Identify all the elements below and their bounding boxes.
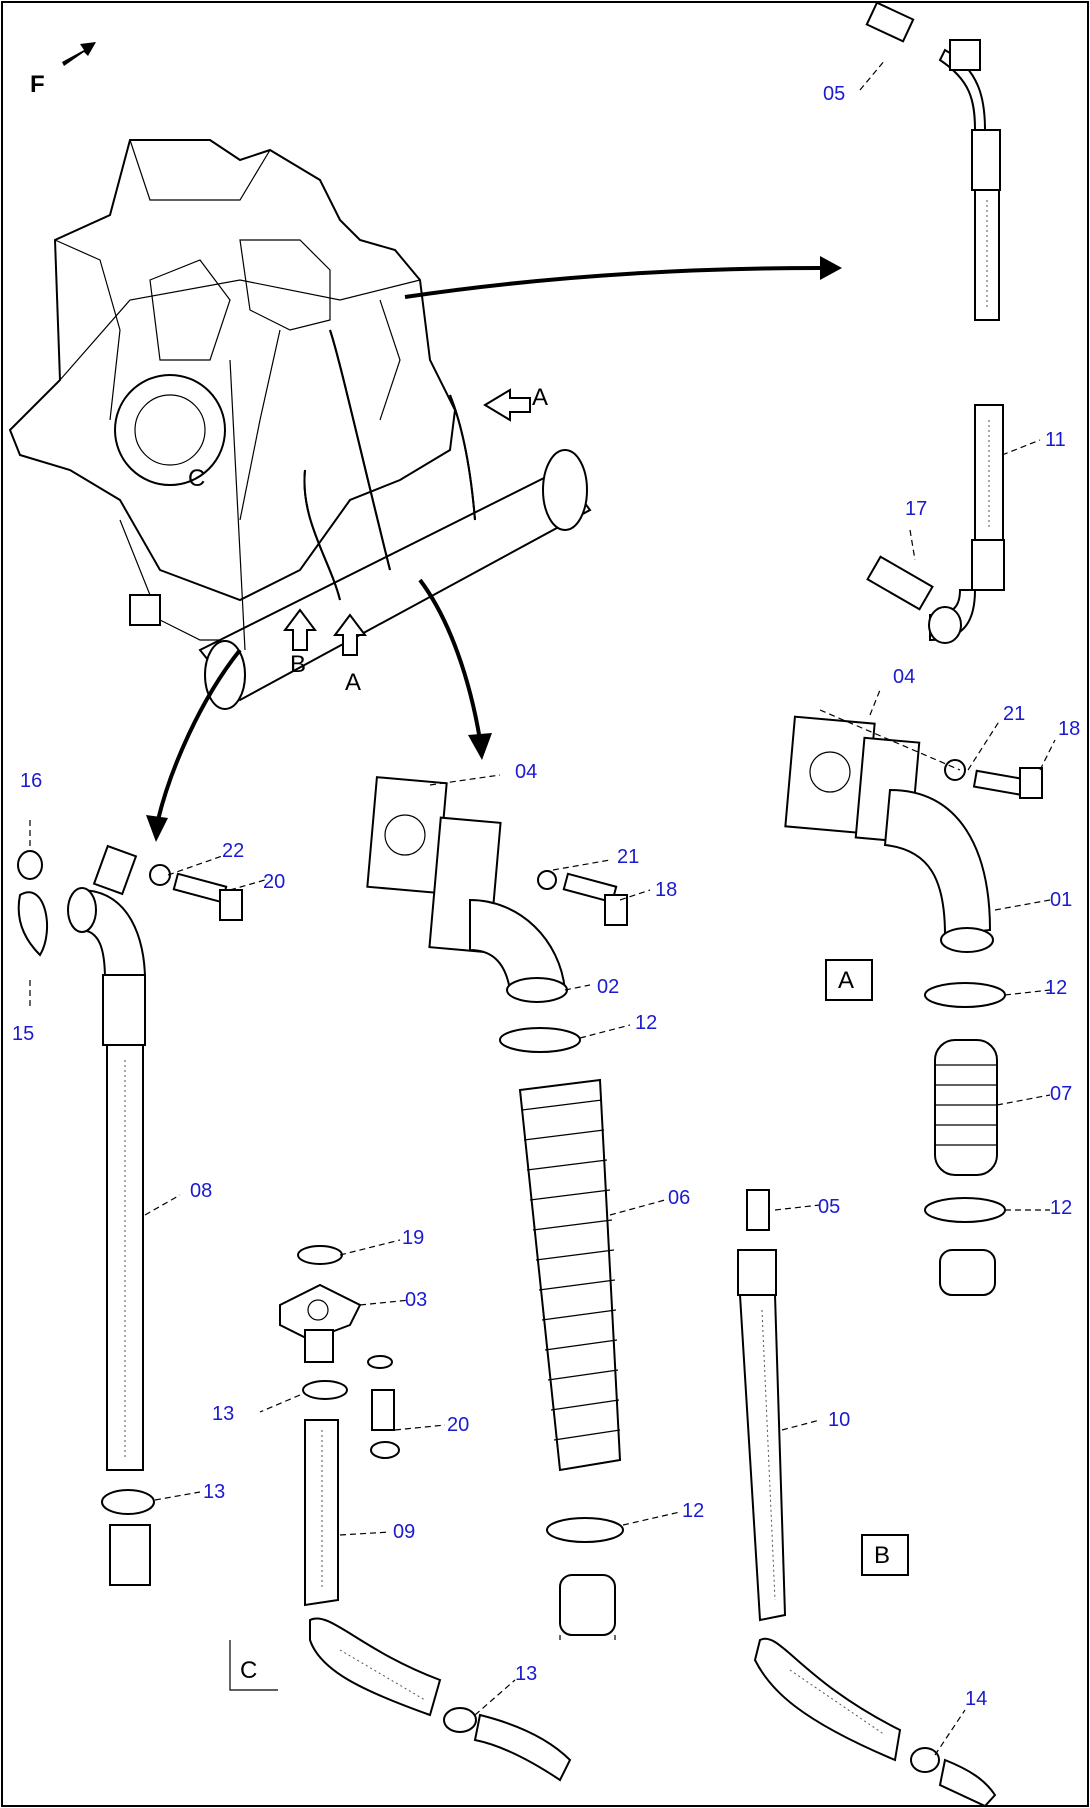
callout-16: 16	[20, 770, 42, 792]
callout-12-c: 12	[635, 1012, 657, 1034]
view-arrow-a-upper: A	[483, 384, 548, 422]
callout-13-center: 13	[212, 1403, 234, 1425]
svg-text:A: A	[345, 669, 361, 696]
callout-08: 08	[190, 1180, 212, 1202]
callout-02: 02	[597, 976, 619, 998]
engine-assembly	[8, 139, 592, 710]
view-arrow-c: C	[188, 465, 205, 492]
svg-text:A: A	[532, 384, 548, 411]
callout-21-center: 21	[617, 846, 639, 868]
svg-text:A: A	[838, 967, 854, 994]
callout-19: 19	[402, 1227, 424, 1249]
callout-20-center: 20	[447, 1414, 469, 1436]
view-b-assembly	[737, 1189, 997, 1808]
bellows-07-assembly	[924, 982, 1006, 1296]
callout-03: 03	[405, 1289, 427, 1311]
corrugated-hose-06	[518, 1078, 622, 1472]
pointer-arrows	[146, 256, 842, 842]
flange-elbow-01	[784, 709, 1043, 953]
leader-lines	[29, 59, 1056, 1756]
callout-04-center: 04	[515, 761, 537, 783]
view-arrow-b: B	[283, 608, 317, 678]
callout-13-lower: 13	[515, 1663, 537, 1685]
view-c-assembly	[279, 1245, 572, 1782]
view-a-box: A	[825, 959, 873, 1001]
svg-text:C: C	[188, 465, 205, 492]
callout-04-right: 04	[893, 666, 915, 688]
flange-elbow-02	[366, 776, 628, 1003]
callout-11: 11	[1045, 429, 1066, 451]
callout-12-b: 12	[1050, 1197, 1072, 1219]
callout-07: 07	[1050, 1083, 1072, 1105]
callout-22: 22	[222, 840, 244, 862]
svg-text:F: F	[30, 71, 45, 98]
callout-12-a: 12	[1045, 977, 1067, 999]
view-b-box: B	[861, 1534, 909, 1576]
callout-20-left: 20	[263, 871, 285, 893]
callout-18-right: 18	[1058, 718, 1080, 740]
callout-05-upper: 05	[823, 83, 845, 105]
hose-08-assembly	[17, 844, 243, 1586]
upper-hose-assembly	[865, 1, 1001, 321]
front-orientation-mark: F	[30, 42, 96, 98]
hose-11-assembly	[866, 404, 1005, 644]
callout-12-d: 12	[682, 1500, 704, 1522]
callout-05-lower: 05	[818, 1196, 840, 1218]
callout-10: 10	[828, 1409, 850, 1431]
svg-text:B: B	[290, 651, 306, 678]
view-c-box: C	[229, 1640, 278, 1691]
callout-18-center: 18	[655, 879, 677, 901]
callout-01: 01	[1050, 889, 1072, 911]
callout-15: 15	[12, 1023, 34, 1045]
callout-06: 06	[668, 1187, 690, 1209]
callout-09: 09	[393, 1521, 415, 1543]
view-arrow-a-lower: A	[333, 613, 367, 696]
callout-14: 14	[965, 1688, 987, 1710]
clamp-12-upper	[499, 1027, 581, 1053]
svg-text:B: B	[874, 1542, 890, 1569]
callout-labels: 05 11 17 04 21 18 01 12 07 12 04 21 18 0…	[12, 83, 1080, 1710]
callout-17: 17	[905, 498, 927, 520]
svg-text:C: C	[240, 1657, 257, 1684]
callout-21-right: 21	[1003, 703, 1025, 725]
callout-13-left: 13	[203, 1481, 225, 1503]
clamp-12-lower	[546, 1517, 624, 1640]
